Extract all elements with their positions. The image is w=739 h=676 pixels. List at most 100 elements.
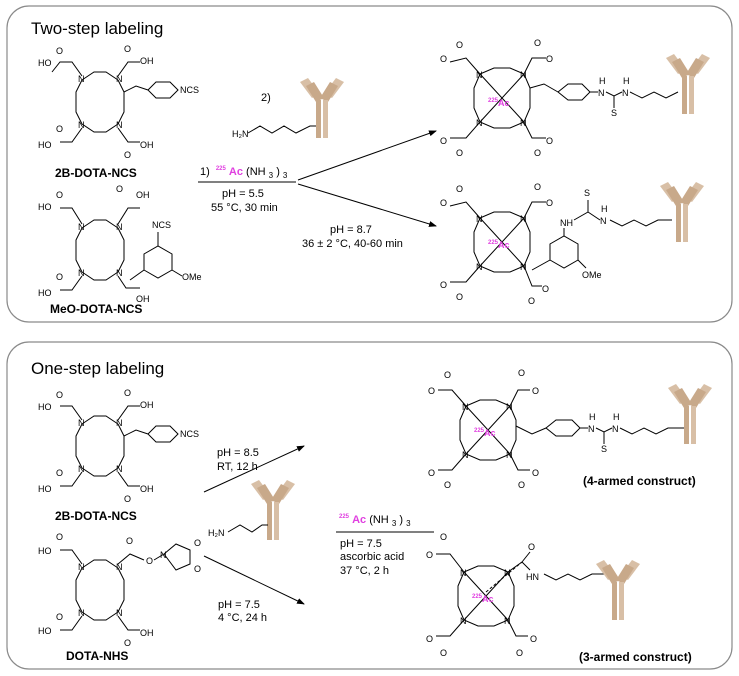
svg-text:N: N bbox=[520, 214, 527, 224]
structure-2b-dota-ncs-bottom: N N N N HO O OH O HO O OH O NCS bbox=[38, 388, 199, 504]
svg-text:O: O bbox=[532, 468, 539, 478]
svg-text:O: O bbox=[426, 634, 433, 644]
svg-text:N: N bbox=[116, 562, 123, 572]
svg-text:O: O bbox=[534, 38, 541, 48]
svg-text:225Ac: 225Ac bbox=[488, 98, 510, 108]
svg-text:NCS: NCS bbox=[180, 85, 199, 95]
svg-text:N: N bbox=[622, 88, 629, 98]
svg-text:N: N bbox=[78, 222, 85, 232]
svg-text:225Ac: 225Ac bbox=[488, 240, 510, 250]
svg-text:O: O bbox=[440, 280, 447, 290]
lysine-linker-bottom bbox=[227, 524, 268, 533]
step1-cond-temp: 55 °C, 30 min bbox=[211, 202, 278, 214]
svg-text:O: O bbox=[456, 148, 463, 158]
svg-text:O: O bbox=[56, 272, 63, 282]
svg-text:N: N bbox=[116, 418, 123, 428]
svg-text:N: N bbox=[598, 88, 605, 98]
structure-2b-dota-ncs-top: N N N N HO O OH O HO O OH O NCS bbox=[38, 44, 199, 160]
label-meo-dota-ncs: MeO-DOTA-NCS bbox=[50, 302, 142, 316]
svg-text:N: N bbox=[504, 568, 511, 578]
svg-text:O: O bbox=[528, 296, 535, 306]
svg-text:O: O bbox=[56, 46, 63, 56]
product-2b-complex-top: N N N N 225Ac O O O O O O O O N H S N H bbox=[440, 38, 679, 158]
svg-text:N: N bbox=[78, 120, 85, 130]
svg-text:O: O bbox=[440, 54, 447, 64]
svg-text:O: O bbox=[516, 648, 523, 658]
structure-dota-nhs: N N N N HO O O O N O O HO O OH O bbox=[38, 532, 201, 648]
svg-text:N: N bbox=[78, 562, 85, 572]
svg-text:N: N bbox=[116, 608, 123, 618]
svg-text:NCS: NCS bbox=[152, 220, 171, 230]
label-2b-dota-ncs-top: 2B-DOTA-NCS bbox=[55, 166, 137, 180]
svg-text:HO: HO bbox=[38, 202, 52, 212]
svg-text:O: O bbox=[116, 184, 123, 194]
svg-text:HO: HO bbox=[38, 140, 52, 150]
step2-cond-temp: 36 ± 2 °C, 40-60 min bbox=[302, 238, 403, 250]
svg-text:N: N bbox=[116, 222, 123, 232]
svg-text:O: O bbox=[546, 136, 553, 146]
svg-text:O: O bbox=[532, 386, 539, 396]
svg-text:O: O bbox=[56, 468, 63, 478]
product-3-armed: N N N N 225Ac O O O HN O O O O bbox=[426, 532, 604, 658]
svg-text:O: O bbox=[124, 494, 131, 504]
svg-text:O: O bbox=[440, 532, 447, 542]
svg-text:O: O bbox=[444, 370, 451, 380]
svg-text:O: O bbox=[124, 44, 131, 54]
svg-text:S: S bbox=[584, 188, 590, 198]
product-meo-complex: N N N N 225Ac O O O O O O O O NH OMe S N… bbox=[440, 182, 672, 306]
svg-text:H: H bbox=[601, 204, 608, 214]
step1-reagent: 1) 225 Ac (NH 3 ) 3 bbox=[200, 161, 288, 181]
svg-text:N: N bbox=[612, 424, 619, 434]
label-dota-nhs: DOTA-NHS bbox=[66, 649, 128, 663]
svg-text:N: N bbox=[116, 268, 123, 278]
product-4-armed: N N N N 225Ac O O O O O O O O N H S N H bbox=[428, 368, 684, 490]
panel-one-step-title: One-step labeling bbox=[31, 359, 164, 378]
label-4-armed: (4-armed construct) bbox=[583, 474, 696, 488]
svg-text:O: O bbox=[126, 536, 133, 546]
svg-text:OH: OH bbox=[140, 484, 154, 494]
ac-cond-ascorbic: ascorbic acid bbox=[340, 551, 404, 563]
svg-text:N: N bbox=[116, 120, 123, 130]
svg-text:N: N bbox=[600, 216, 607, 226]
ac-cond-ph: pH = 7.5 bbox=[340, 538, 382, 550]
svg-text:O: O bbox=[56, 124, 63, 134]
arrow-to-product-2 bbox=[297, 183, 437, 227]
svg-text:OH: OH bbox=[140, 140, 154, 150]
svg-text:O: O bbox=[546, 198, 553, 208]
svg-text:OH: OH bbox=[136, 190, 150, 200]
svg-text:O: O bbox=[124, 638, 131, 648]
svg-text:O: O bbox=[456, 184, 463, 194]
svg-text:O: O bbox=[518, 368, 525, 378]
svg-text:N: N bbox=[78, 74, 85, 84]
svg-text:OH: OH bbox=[140, 628, 154, 638]
svg-text:N: N bbox=[78, 418, 85, 428]
svg-text:HN: HN bbox=[526, 572, 539, 582]
svg-text:O: O bbox=[542, 284, 549, 294]
svg-text:N: N bbox=[462, 402, 469, 412]
svg-text:NCS: NCS bbox=[180, 429, 199, 439]
svg-text:O: O bbox=[124, 150, 131, 160]
label-2b-dota-ncs-bottom: 2B-DOTA-NCS bbox=[55, 509, 137, 523]
svg-text:O: O bbox=[534, 148, 541, 158]
svg-text:O: O bbox=[534, 182, 541, 192]
structure-meo-dota-ncs: N N N N HO O OH O HO O OH NCS OMe bbox=[38, 184, 202, 304]
arrow-lower-conjugation bbox=[203, 555, 305, 605]
svg-text:HO: HO bbox=[38, 402, 52, 412]
svg-text:N: N bbox=[588, 424, 595, 434]
lower-cond-ph: pH = 7.5 bbox=[218, 599, 260, 611]
svg-text:OH: OH bbox=[140, 56, 154, 66]
svg-text:O: O bbox=[426, 550, 433, 560]
lower-cond-temp: 4 °C, 24 h bbox=[218, 612, 267, 624]
svg-text:O: O bbox=[56, 190, 63, 200]
amine-top: H₂N bbox=[232, 129, 249, 139]
amine-bottom: H₂N bbox=[208, 528, 225, 538]
svg-text:N: N bbox=[78, 608, 85, 618]
arrow-upper-conjugation bbox=[203, 445, 305, 493]
svg-text:HO: HO bbox=[38, 626, 52, 636]
svg-text:225Ac: 225Ac bbox=[472, 594, 494, 604]
svg-text:OMe: OMe bbox=[182, 272, 202, 282]
svg-text:N: N bbox=[520, 118, 527, 128]
svg-text:O: O bbox=[530, 634, 537, 644]
svg-text:N: N bbox=[476, 70, 483, 80]
